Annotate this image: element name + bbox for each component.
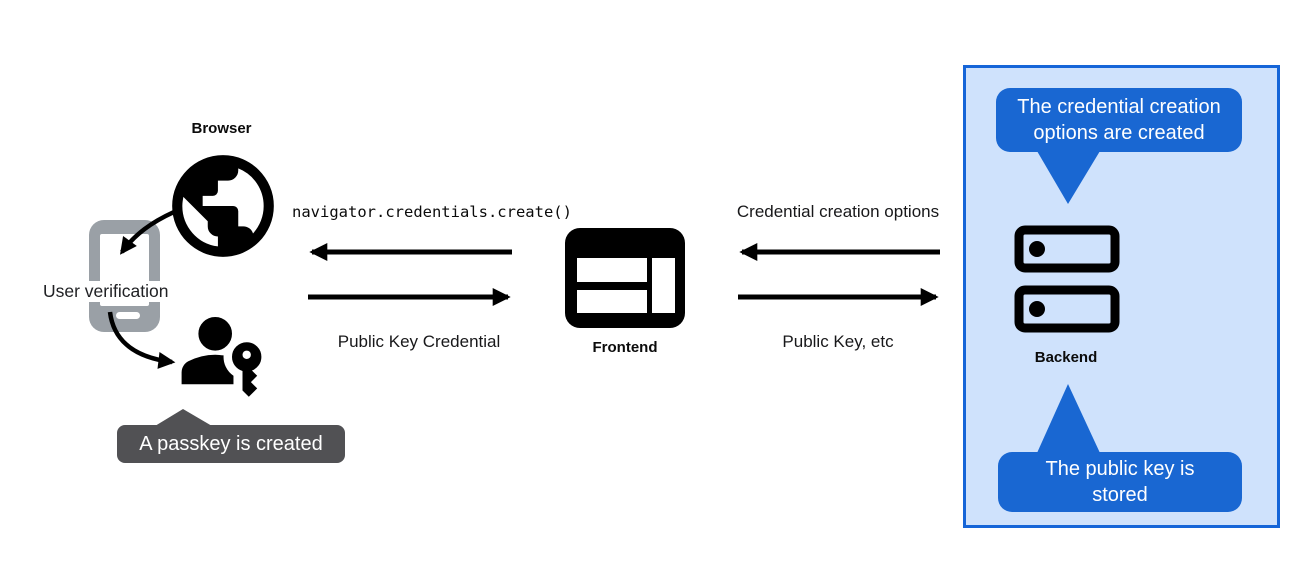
passkey-person-icon [181,317,262,397]
frontend-window-icon [565,228,685,328]
public-key-stored-tooltip-text: The public key is stored [1045,458,1195,506]
tooltip-pointer-down [1037,151,1100,204]
passkey-created-tooltip-text: A passkey is created [139,433,323,455]
creation-options-tooltip: The credential creation options are crea… [996,88,1242,204]
public-key-stored-tooltip: The public key is stored [998,384,1242,512]
frontend-label: Frontend [592,339,658,356]
backend-label: Backend [1034,349,1098,366]
creation-options-tooltip-text: The credential creation options are crea… [1017,96,1221,144]
user-verification-label: User verification [40,281,172,302]
globe-to-phone-arrow [120,209,175,255]
tooltip-pointer-up [155,409,212,426]
browser-label: Browser [191,120,252,137]
create-call-label: navigator.credentials.create() [292,203,572,221]
phone-to-passkey-arrow [107,311,176,369]
tooltip-pointer-up [1037,384,1100,453]
smartphone-icon [89,220,160,332]
public-key-credential-label: Public Key Credential [337,332,501,351]
credential-creation-options-label: Credential creation options [736,202,940,221]
backend-server-icon [1014,225,1120,333]
browser-globe-icon [172,155,274,257]
public-key-etc-label: Public Key, etc [782,332,894,351]
passkey-created-tooltip: A passkey is created [117,409,345,463]
